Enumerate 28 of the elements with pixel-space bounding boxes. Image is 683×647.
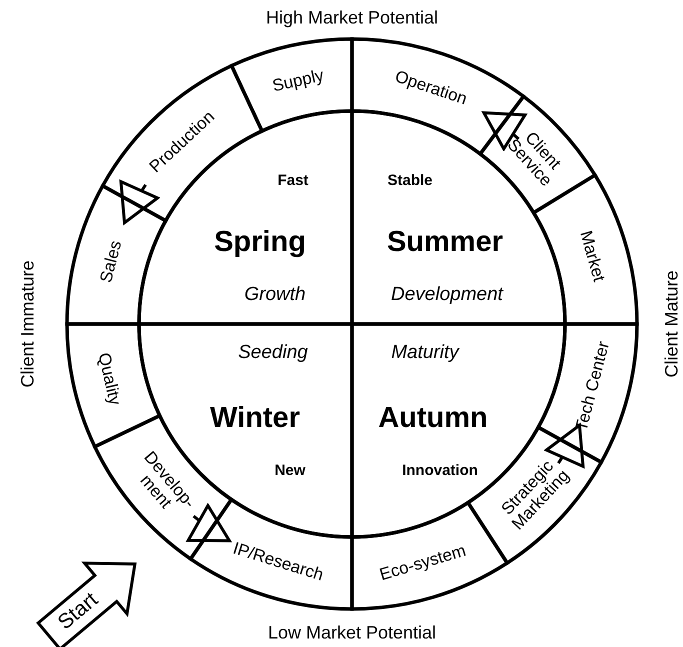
segment-label: Sales [96,238,125,284]
axis-label: Client Mature [662,270,682,378]
axis-label: Client Immature [18,260,38,388]
start-arrow [36,562,137,647]
season-title: Spring [214,226,306,258]
quadrant-keyword: Development [391,284,503,306]
segment-label: Quality [94,351,124,407]
flow-arrow [186,504,231,542]
season-title: Autumn [378,402,488,434]
quadrant-keyword: Maturity [391,342,459,364]
flow-arrow [544,424,584,468]
flow-arrow [482,111,526,151]
season-title: Winter [210,402,300,434]
quadrant-keyword: New [274,462,306,478]
ring-segment [536,322,639,464]
quadrant-keyword: Growth [244,284,306,306]
quadrant-keyword: Fast [278,172,308,188]
ring-segment [478,94,597,214]
segment-label: Market [576,228,608,284]
axis-label: High Market Potential [266,8,438,28]
season-title: Summer [386,226,504,258]
quadrant-keyword: Seeding [238,342,308,364]
segment-label: Supply [270,66,326,96]
quadrant-keyword: Innovation [402,462,478,478]
quadrant-keyword: Stable [387,172,432,188]
axis-label: Low Market Potential [268,622,436,644]
flow-arrow [120,180,160,224]
start-label: Start [54,588,103,636]
